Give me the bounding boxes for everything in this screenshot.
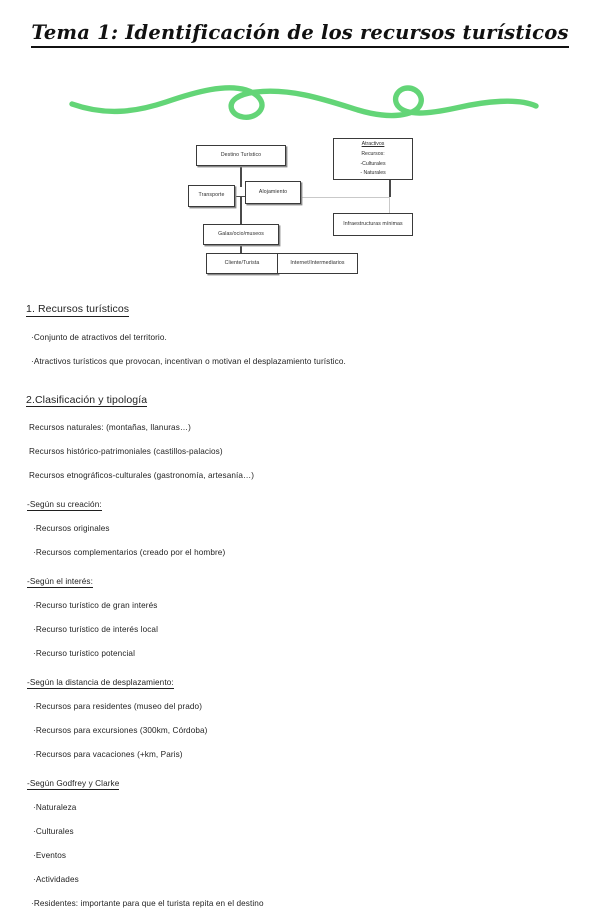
section-2-line-2: Recursos histórico-patrimoniales (castil… (29, 447, 223, 456)
subsection-interes-item-1: ·Recurso turístico de gran interés (33, 601, 158, 610)
diagram-box-internet-label: Internet/Intermediarios (290, 259, 345, 266)
section-1-line-1: ·Conjunto de atractivos del territorio. (31, 332, 167, 342)
atractivos-line-naturales: - Naturales (360, 170, 386, 177)
connector-atractivos-infra (389, 180, 391, 197)
connector-transporte-alojamiento (226, 196, 256, 198)
document-body: 1. Recursos turísticos ·Conjunto de atra… (0, 296, 600, 908)
subsection-godfrey-heading: -Según Godfrey y Clarke (27, 779, 120, 790)
diagram-box-alojamiento: Alojamiento (245, 181, 301, 204)
atractivos-heading: Atractivos (361, 141, 385, 148)
section-1-heading: 1. Recursos turísticos (26, 303, 130, 317)
diagram-box-alojamiento-label: Alojamiento (258, 188, 288, 195)
page-title: Tema 1: Identificación de los recursos t… (31, 21, 569, 49)
diagram-box-transporte: Transporte (188, 185, 235, 207)
diagram-box-galas-label: Galas/ocio/museos (218, 230, 264, 237)
atractivos-line-culturales: -Culturales (360, 160, 386, 167)
subsection-creacion-heading-row: -Según su creación: (27, 495, 600, 511)
subsection-godfrey-item-1: ·Naturaleza (33, 803, 77, 812)
subsection-interes-heading: -Según el interés: (27, 577, 93, 588)
tourism-destination-diagram: Destino Turístico Transporte Alojamiento… (0, 133, 600, 283)
section-1-heading-row: 1. Recursos turísticos (0, 300, 600, 317)
subsection-interes-item-2: ·Recurso turístico de interés local (33, 625, 158, 634)
subsection-distancia-heading-row: -Según la distancia de desplazamiento: (27, 673, 600, 689)
subsection-interes-item-3: ·Recurso turístico potencial (33, 649, 136, 658)
subsection-interes-heading-row: -Según el interés: (27, 572, 600, 588)
document-page: Tema 1: Identificación de los recursos t… (0, 21, 600, 908)
section-1-line-2: ·Atractivos turísticos que provocan, inc… (31, 356, 346, 366)
subsection-creacion-item-1: ·Recursos originales (33, 524, 110, 533)
section-2-line-3: Recursos etnográficos-culturales (gastro… (29, 471, 255, 480)
subsection-creacion-heading: -Según su creación: (27, 500, 102, 511)
page-title-container: Tema 1: Identificación de los recursos t… (0, 21, 600, 49)
connector-alojamiento-infra (300, 197, 390, 199)
subsection-distancia-item-1: ·Recursos para residentes (museo del pra… (33, 702, 203, 711)
diagram-box-infraestructuras-label: Infraestructuras mínimas (343, 220, 403, 227)
connector-down-to-galas (240, 197, 242, 227)
diagram-box-cliente-label: Cliente/Turista (224, 259, 260, 266)
atractivos-line-recursos: Recursos: (361, 151, 385, 158)
section-2-line-1: Recursos naturales: (montañas, llanuras…… (29, 423, 192, 432)
section-2-heading: 2.Clasificación y tipología (26, 393, 148, 407)
diagram-box-atractivos: Atractivos Recursos: -Culturales - Natur… (333, 138, 413, 180)
connector-infra-riser (389, 197, 391, 213)
subsection-godfrey-item-3: ·Eventos (33, 851, 67, 860)
subsection-creacion-item-2: ·Recursos complementarios (creado por el… (33, 548, 226, 557)
diagram-box-infraestructuras: Infraestructuras mínimas (333, 213, 413, 236)
subsection-distancia-heading: -Según la distancia de desplazamiento: (27, 678, 174, 689)
diagram-box-cliente: Cliente/Turista (206, 253, 278, 274)
subsection-godfrey-heading-row: -Según Godfrey y Clarke (27, 774, 600, 790)
subsection-distancia-item-2: ·Recursos para excursiones (300km, Córdo… (33, 726, 208, 735)
diagram-box-galas: Galas/ocio/museos (203, 224, 279, 245)
green-swirl-divider-icon (69, 85, 539, 120)
subsection-godfrey-item-2: ·Culturales (33, 827, 74, 836)
diagram-box-transporte-label: Transporte (198, 192, 225, 199)
diagram-box-destino: Destino Turístico (196, 145, 286, 166)
diagram-box-internet: Internet/Intermediarios (277, 253, 358, 274)
subsection-godfrey-item-4: ·Actividades (33, 875, 79, 884)
section-2-heading-row: 2.Clasificación y tipología (0, 391, 600, 407)
subsection-godfrey-item-5: ·Residentes: importante para que el turi… (31, 899, 264, 908)
diagram-box-destino-label: Destino Turístico (220, 151, 262, 158)
connector-destino-alojamiento (240, 165, 242, 187)
subsection-distancia-item-3: ·Recursos para vacaciones (+km, Paris) (33, 750, 183, 759)
